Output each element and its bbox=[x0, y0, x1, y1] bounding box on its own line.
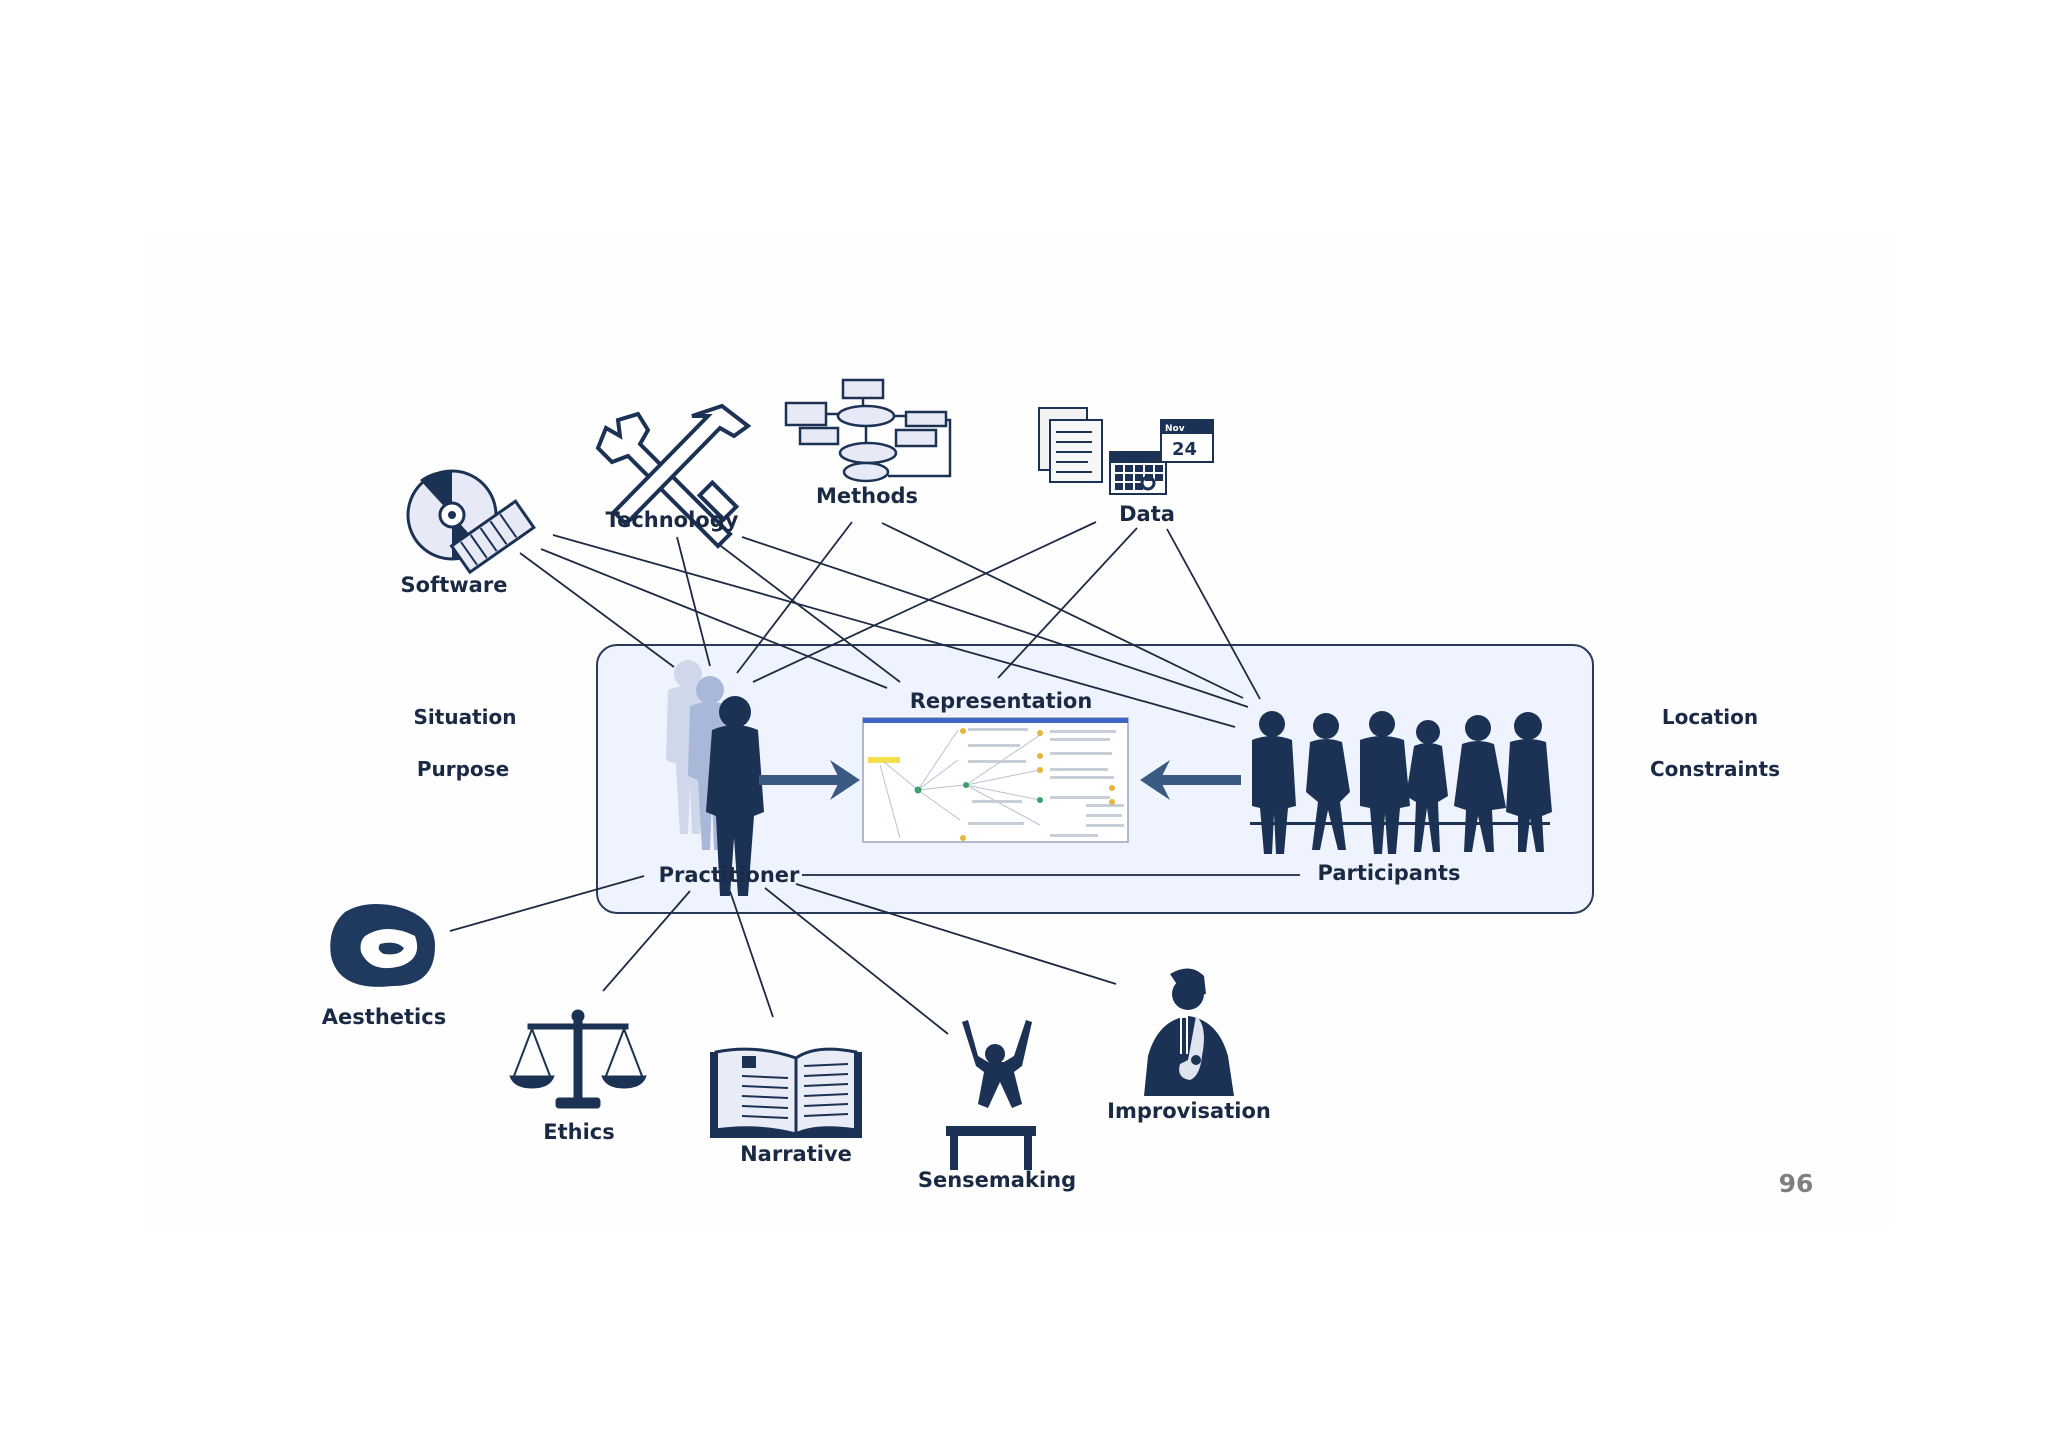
representation-screenshot bbox=[862, 717, 1129, 843]
ethics-label: Ethics bbox=[543, 1120, 614, 1144]
connection-lines bbox=[449, 521, 1300, 1035]
situation-label: Situation bbox=[414, 705, 517, 729]
calendar-month: Nov bbox=[1165, 424, 1185, 434]
software-icon bbox=[406, 469, 536, 575]
software-label: Software bbox=[401, 573, 508, 597]
technology-label: Technology bbox=[606, 508, 739, 532]
narrative-icon bbox=[710, 1047, 862, 1138]
narrative-label: Narrative bbox=[740, 1142, 852, 1166]
participants-icon bbox=[1250, 711, 1552, 854]
representation-label: Representation bbox=[910, 689, 1093, 713]
sensemaking-icon bbox=[544, 1020, 1036, 1170]
practitioner-label: Practitioner bbox=[659, 863, 800, 887]
methods-icon bbox=[784, 378, 952, 483]
constraints-label: Constraints bbox=[1650, 757, 1780, 781]
technology-icon bbox=[595, 403, 752, 549]
location-label: Location bbox=[1662, 705, 1758, 729]
data-icon: Nov 24 bbox=[1038, 407, 1214, 495]
improvisation-icon bbox=[1144, 968, 1234, 1096]
arrow-right-icon bbox=[759, 760, 860, 800]
participants-label: Participants bbox=[1318, 861, 1461, 885]
ethics-icon bbox=[509, 1009, 647, 1109]
improvisation-label: Improvisation bbox=[1107, 1099, 1271, 1123]
sensemaking-label: Sensemaking bbox=[918, 1168, 1076, 1192]
methods-label: Methods bbox=[816, 484, 918, 508]
aesthetics-label: Aesthetics bbox=[322, 1005, 446, 1029]
purpose-label: Purpose bbox=[417, 757, 509, 781]
data-label: Data bbox=[1119, 502, 1175, 526]
aesthetics-icon bbox=[330, 904, 435, 987]
page-number: 96 bbox=[1779, 1169, 1814, 1198]
calendar-day: 24 bbox=[1172, 439, 1197, 460]
practitioner-icon bbox=[666, 660, 764, 896]
arrow-left-icon bbox=[1140, 760, 1241, 800]
